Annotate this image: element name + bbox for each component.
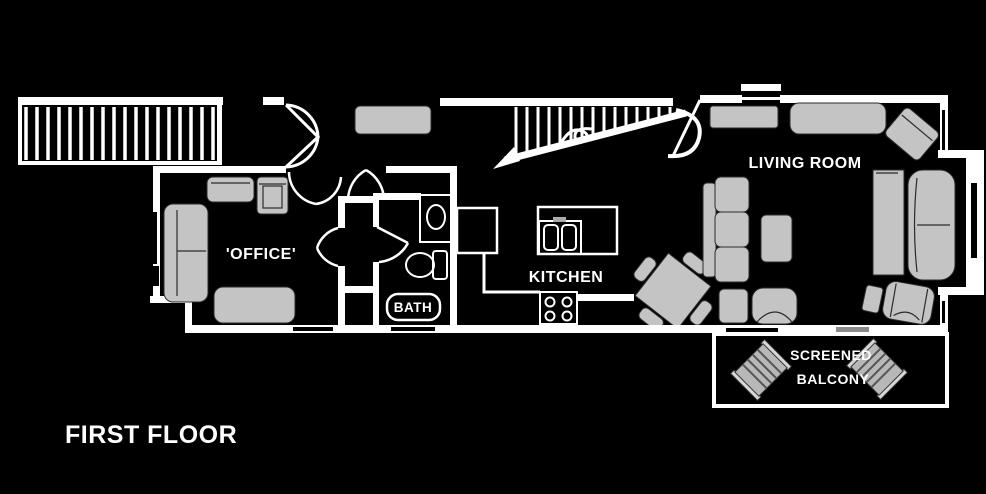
stove-burners [544, 296, 573, 322]
dining-chair [633, 256, 657, 282]
plan-title: FIRST FLOOR [65, 421, 237, 449]
kitchen: KITCHEN [455, 205, 634, 325]
foyer-bench [354, 105, 432, 135]
balcony-label-line1: SCREENED [790, 347, 872, 363]
stair-rail-flare [667, 108, 702, 159]
armchair [751, 287, 798, 325]
kitchen-counter-edge [482, 253, 540, 294]
balcony-label-line2: BALCONY [797, 371, 870, 387]
bath-vanity [419, 194, 453, 243]
bath-door-swing [376, 225, 410, 264]
south-window-bath [391, 327, 435, 331]
bath-label: BATH [394, 300, 433, 315]
office-label: 'OFFICE' [226, 246, 296, 263]
ottoman [718, 288, 749, 324]
media-console [872, 169, 905, 276]
bay-window [971, 183, 977, 258]
office-couch [163, 203, 209, 303]
dining-chair [689, 300, 713, 326]
front-door-swing [284, 103, 321, 169]
sink-basin-left [543, 224, 559, 251]
living-room-walls: LIVING ROOM [700, 84, 984, 333]
living-room-door-leaf [671, 99, 702, 157]
fireplace-chimney [741, 84, 781, 91]
sectional-sofa [702, 176, 750, 283]
dining-set [633, 251, 713, 331]
right-sofa [907, 169, 956, 281]
sideboard [709, 105, 779, 129]
office-door-swing [287, 171, 343, 206]
kitchen-label: KITCHEN [529, 269, 604, 286]
sink-faucet [553, 217, 566, 222]
sofa-table [789, 102, 887, 135]
office-furniture: 'OFFICE' [163, 176, 296, 324]
lounge-chair-left [729, 338, 793, 402]
right-window-2 [942, 301, 945, 323]
toilet-tank [432, 250, 448, 280]
sink-basin-right [561, 224, 577, 251]
living-room-label: LIVING ROOM [748, 155, 861, 172]
corner-chair [885, 107, 939, 161]
stove [539, 291, 578, 325]
stair-direction-arrow [493, 147, 520, 169]
kitchen-counter-box [455, 206, 499, 255]
closet-door-swing [315, 226, 339, 268]
bathtub [385, 292, 442, 322]
office-ottoman [213, 286, 296, 324]
office-window-2 [153, 266, 159, 286]
bath-walls [346, 166, 457, 332]
dining-table [634, 252, 712, 330]
stair-break-symbol [558, 127, 593, 146]
office-loveseat [206, 176, 255, 203]
lounge-chair-right [845, 337, 909, 401]
balcony-screen-door [836, 327, 869, 332]
bath-fixtures: BATH [385, 194, 453, 322]
entry-deck [18, 97, 223, 165]
coffee-table [760, 214, 793, 263]
deck-railing [24, 107, 215, 160]
balcony-window [726, 328, 778, 332]
staircase [440, 98, 702, 169]
south-wall [185, 325, 948, 333]
recliner [882, 281, 935, 325]
small-ottoman [861, 284, 884, 314]
south-window-office [293, 327, 333, 331]
office-window [153, 212, 157, 264]
fireplace-hearth [741, 97, 781, 100]
living-room-furniture [702, 102, 956, 325]
bath-sink [426, 204, 446, 230]
screened-balcony: SCREENED BALCONY [712, 332, 949, 408]
stair-stringer [504, 109, 687, 164]
right-window [942, 110, 945, 150]
stair-treads [514, 107, 672, 156]
entry-foyer [263, 97, 432, 169]
